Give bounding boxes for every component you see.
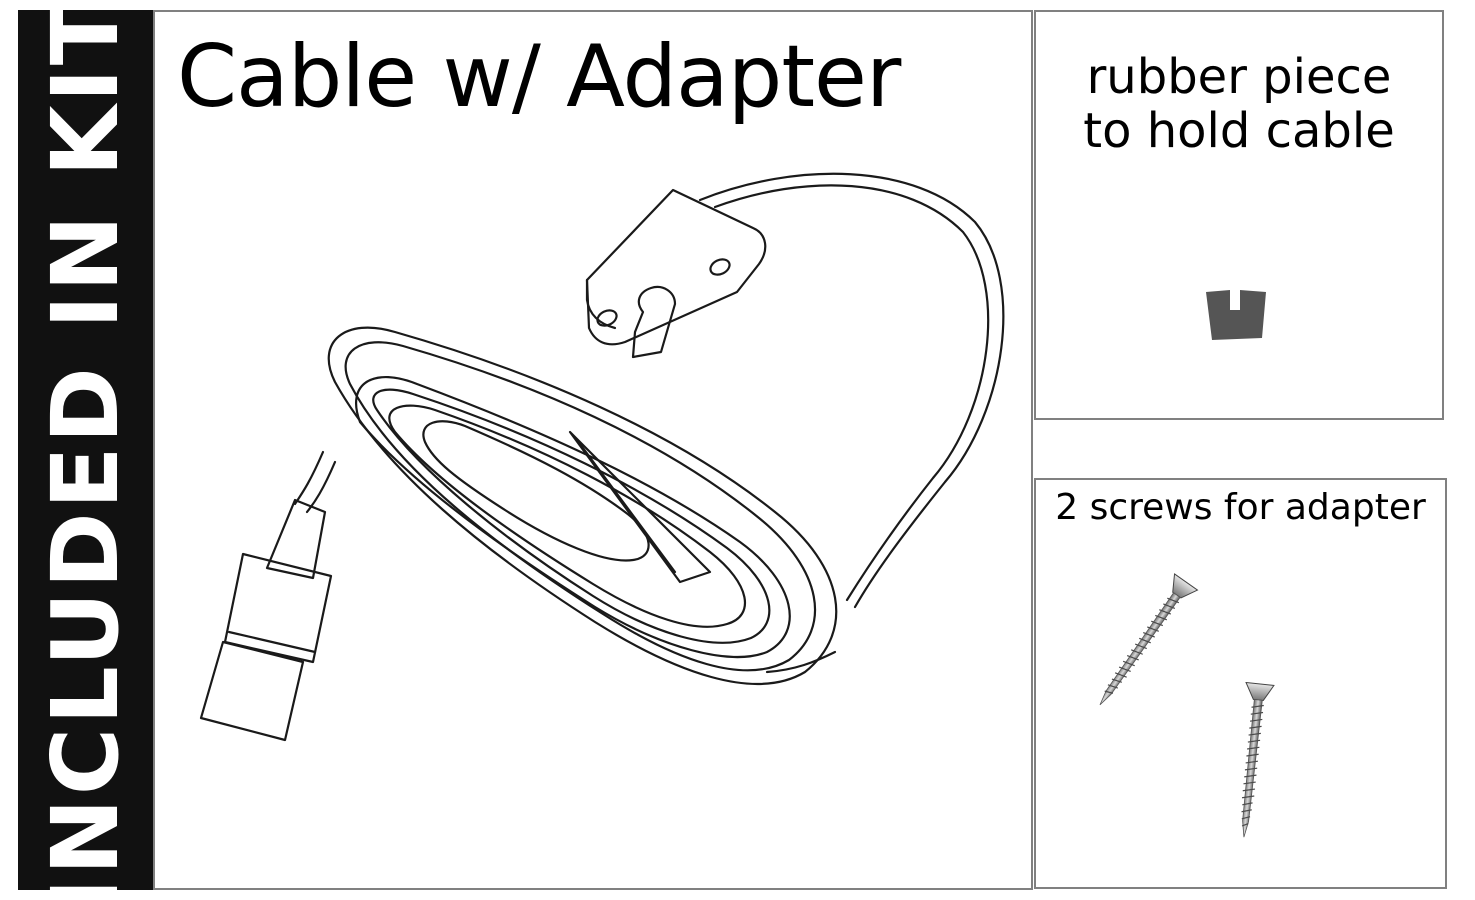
rubber-title-line-2: to hold cable	[1083, 103, 1395, 159]
screw-2	[1241, 681, 1275, 838]
coil-inner-loop	[422, 420, 650, 562]
coil-loop-1	[327, 326, 838, 685]
rubber-title-line-1: rubber piece	[1086, 49, 1392, 105]
rubber-clip-illustration	[1206, 290, 1266, 340]
coil-loop-2	[344, 341, 817, 672]
cable-cord-to-usb-outline	[305, 460, 337, 514]
rubber-panel: rubber piece to hold cable	[1034, 10, 1444, 420]
cable-panel-title: Cable w/ Adapter	[177, 27, 901, 127]
coil-inner-triangle-2	[578, 442, 677, 574]
screws-panel-title: 2 screws for adapter	[1055, 487, 1426, 528]
adapter-body	[585, 188, 767, 346]
screws-panel: 2 screws for adapter	[1034, 478, 1447, 889]
side-banner: INCLUDED IN KIT	[18, 0, 154, 900]
coil-loop-4	[372, 388, 771, 644]
cable-illustration	[199, 172, 1005, 742]
usb-plug-housing	[223, 552, 333, 664]
screw-1	[1099, 573, 1199, 706]
adapter-plug	[631, 285, 677, 359]
usb-plug-collar	[227, 630, 317, 654]
adapter-top-face	[585, 278, 617, 330]
side-banner-label: INCLUDED IN KIT	[32, 0, 139, 900]
coil-tail	[765, 650, 837, 674]
cable-cord-to-adapter	[698, 172, 1005, 609]
cable-cord-to-adapter-outline	[713, 184, 990, 602]
usb-strain-relief	[265, 498, 327, 580]
coil-inner-triangle	[568, 430, 712, 584]
screws-illustration	[1099, 573, 1275, 838]
coil-loop-5	[388, 404, 746, 628]
usb-plug-connector	[199, 640, 305, 742]
coil-loop-3	[355, 376, 791, 659]
adapter-hole-right	[709, 258, 731, 276]
rubber-panel-title: rubber piece to hold cable	[1036, 50, 1442, 158]
cable-panel: Cable w/ Adapter	[153, 10, 1033, 890]
rubber-clip-shape	[1206, 290, 1266, 340]
adapter-hole-left	[596, 309, 618, 327]
